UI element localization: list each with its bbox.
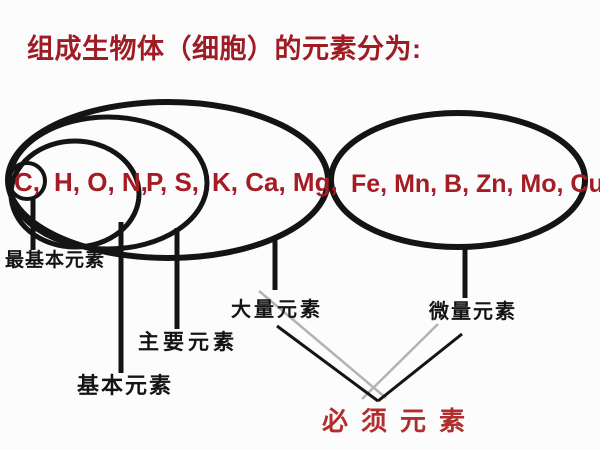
ellipse-trace-elements <box>328 110 588 250</box>
elements-basic-extra: H, O, N, <box>54 167 148 197</box>
label-macro-element: 大量元素 <box>231 297 323 321</box>
shadow-line-right <box>361 323 439 400</box>
label-main-element: 主要元素 <box>138 329 238 354</box>
shadow-line-left <box>258 290 387 399</box>
v-line-right <box>377 332 463 403</box>
circle-most-basic-element <box>7 161 47 201</box>
elements-main-extra: P, S, <box>146 167 200 197</box>
label-basic-element: 基本元素 <box>77 373 174 399</box>
label-trace-element: 微量元素 <box>429 299 517 323</box>
elements-macro-extra: K, Ca, Mg, <box>212 167 338 197</box>
label-most-basic-element: 最基本元素 <box>5 249 106 271</box>
page-title: 组成生物体（细胞）的元素分为: <box>27 34 422 64</box>
ellipse-basic-elements <box>8 138 142 250</box>
elements-most-basic: C, <box>14 167 40 197</box>
label-essential-element: 必须元素 <box>322 407 479 437</box>
v-line-left <box>276 324 379 403</box>
elements-trace: Fe, Mn, B, Zn, Mo, Cu <box>351 170 600 198</box>
